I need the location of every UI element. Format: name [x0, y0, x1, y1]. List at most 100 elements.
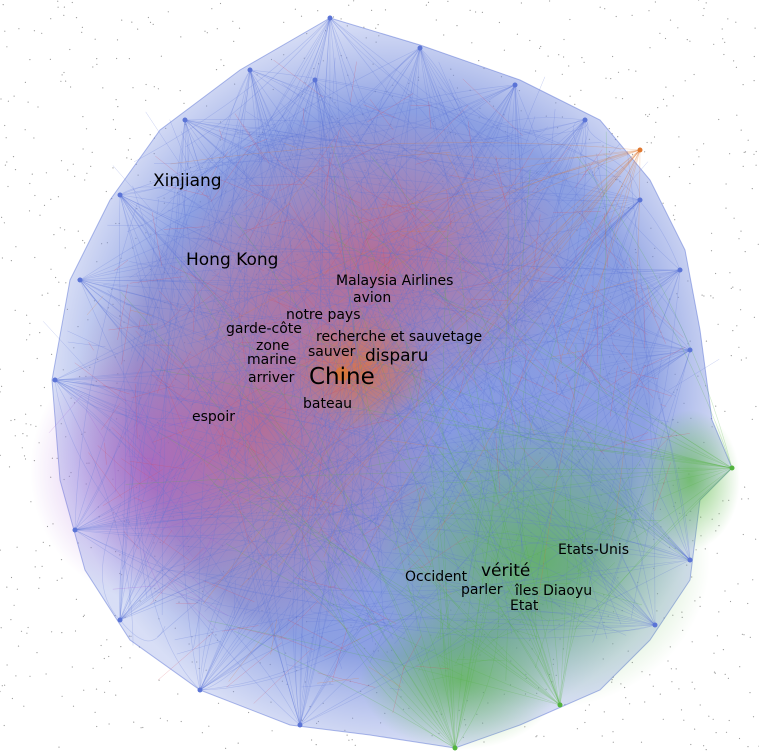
edge: [181, 327, 242, 365]
isolated-node: [753, 80, 755, 82]
edge: [369, 99, 394, 131]
edge: [145, 111, 186, 172]
edge: [414, 195, 466, 236]
edge: [554, 617, 569, 621]
isolated-node: [26, 632, 28, 634]
edge: [168, 578, 229, 617]
edge: [138, 318, 141, 330]
isolated-node: [33, 137, 35, 139]
isolated-node: [755, 164, 757, 166]
hub-node: [52, 377, 58, 383]
edge: [378, 566, 432, 574]
edge: [308, 84, 516, 374]
edge: [439, 492, 490, 537]
edge: [228, 398, 271, 425]
edge: [441, 665, 464, 677]
edge: [245, 318, 298, 328]
edge: [160, 515, 200, 531]
edge: [119, 258, 348, 621]
isolated-node: [584, 709, 587, 711]
isolated-node: [569, 95, 571, 97]
edge: [516, 350, 530, 395]
isolated-node: [727, 677, 730, 680]
edge: [431, 576, 561, 706]
edge: [396, 307, 442, 363]
edge: [391, 659, 404, 684]
edge: [212, 582, 656, 627]
edge: [149, 199, 641, 333]
edge: [119, 194, 478, 350]
edge: [350, 429, 354, 448]
edge: [441, 357, 460, 378]
isolated-node: [29, 59, 31, 61]
isolated-node: [696, 149, 698, 151]
edge: [199, 444, 348, 691]
isolated-node: [180, 720, 182, 723]
edge: [79, 270, 499, 281]
edge: [592, 349, 691, 643]
edge: [393, 154, 425, 201]
edge: [329, 552, 344, 564]
edge: [220, 133, 641, 201]
edge: [488, 604, 538, 633]
edge: [322, 269, 681, 310]
isolated-node: [50, 268, 52, 270]
edge: [314, 79, 371, 307]
edge: [251, 569, 260, 614]
edge: [382, 247, 389, 295]
edge: [505, 629, 508, 681]
edge: [412, 410, 442, 453]
edge: [244, 190, 262, 211]
isolated-node: [13, 95, 15, 97]
edge: [462, 257, 691, 351]
isolated-node: [670, 668, 673, 670]
isolated-node: [648, 113, 651, 115]
edge: [328, 585, 337, 589]
edge: [394, 269, 681, 644]
isolated-node: [75, 17, 78, 19]
edge: [329, 17, 628, 252]
edge: [117, 283, 129, 340]
isolated-node: [67, 169, 69, 171]
edge: [216, 178, 269, 200]
isolated-node: [536, 735, 538, 737]
edge: [454, 658, 496, 666]
isolated-node: [735, 66, 738, 68]
edge: [285, 499, 309, 523]
edge: [419, 47, 622, 625]
isolated-node: [30, 424, 32, 426]
edge: [350, 494, 356, 537]
edge: [152, 269, 681, 518]
isolated-node: [617, 136, 619, 138]
edge: [417, 490, 421, 512]
edge: [629, 269, 681, 313]
edge: [54, 379, 310, 447]
isolated-node: [739, 666, 741, 668]
edge: [358, 192, 418, 194]
edge: [244, 425, 247, 478]
isolated-node: [729, 153, 731, 155]
edge: [213, 483, 561, 706]
edge: [119, 194, 394, 639]
isolated-node: [668, 176, 671, 178]
edge: [241, 480, 271, 505]
isolated-node: [686, 39, 688, 41]
edge: [354, 375, 406, 423]
edge: [158, 290, 179, 311]
edge: [477, 299, 521, 317]
isolated-node: [58, 304, 60, 307]
edge: [104, 442, 107, 465]
isolated-node: [57, 196, 60, 198]
isolated-node: [75, 598, 77, 601]
isolated-node: [736, 114, 738, 116]
edge: [443, 638, 475, 656]
edge: [281, 324, 733, 469]
edge: [523, 347, 562, 384]
edge: [281, 115, 297, 145]
edge: [119, 198, 159, 621]
edge: [426, 334, 480, 340]
isolated-node: [61, 632, 63, 634]
isolated-node: [215, 69, 218, 71]
edge: [533, 301, 691, 351]
edge: [449, 248, 491, 285]
